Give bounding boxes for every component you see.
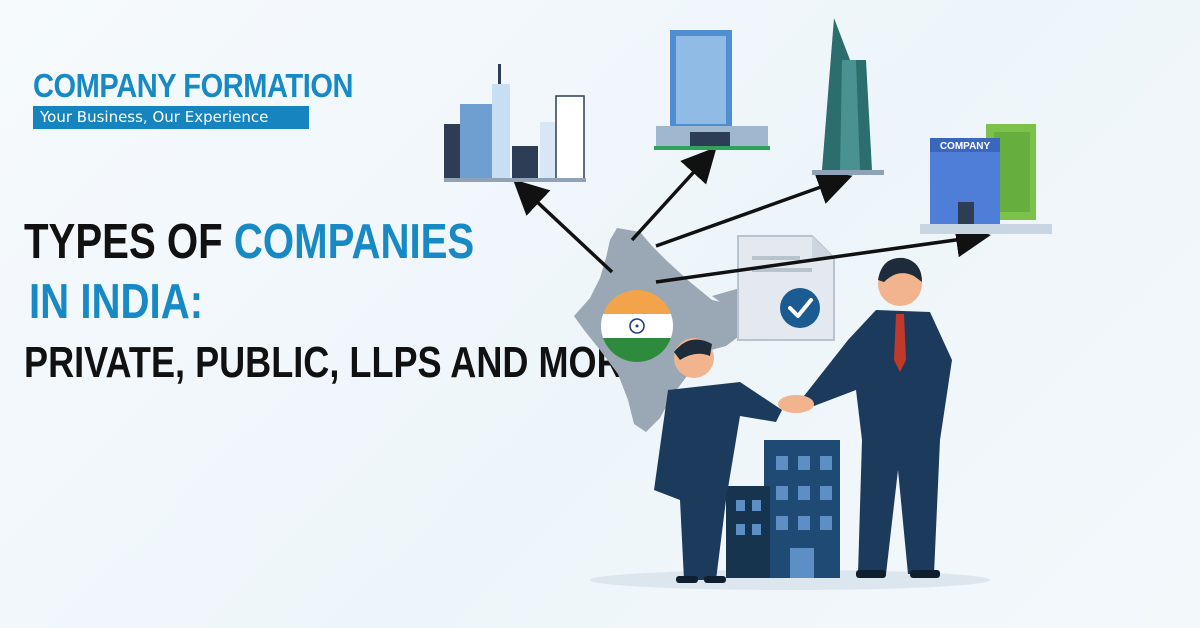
brand-logo: COMPANY FORMATION Your Business, Our Exp… xyxy=(33,68,353,129)
skyscraper-icon xyxy=(812,18,884,175)
city-skyline-icon xyxy=(444,64,586,182)
businessman-right xyxy=(804,257,952,578)
office-tower-icon xyxy=(654,30,770,150)
headline-line-3: PRIVATE, PUBLIC, LLPS AND MORE xyxy=(24,338,647,387)
businessman-left xyxy=(654,338,782,583)
headline: TYPES OF COMPANIES IN INDIA: PRIVATE, PU… xyxy=(24,212,783,390)
headline-line-2: IN INDIA: xyxy=(29,275,204,329)
headline-line-1: TYPES OF COMPANIES xyxy=(24,212,647,272)
arrows xyxy=(512,146,991,284)
handshake xyxy=(778,395,814,413)
verified-document-icon xyxy=(737,235,835,341)
company-sign-label: COMPANY xyxy=(940,141,991,152)
headline-line-1-accent: COMPANIES xyxy=(233,215,475,269)
logo-tagline: Your Business, Our Experience xyxy=(33,106,309,129)
company-building-icon: COMPANY xyxy=(920,124,1052,234)
headline-line-1-prefix: TYPES OF xyxy=(24,215,223,269)
foreground-buildings xyxy=(726,440,840,578)
